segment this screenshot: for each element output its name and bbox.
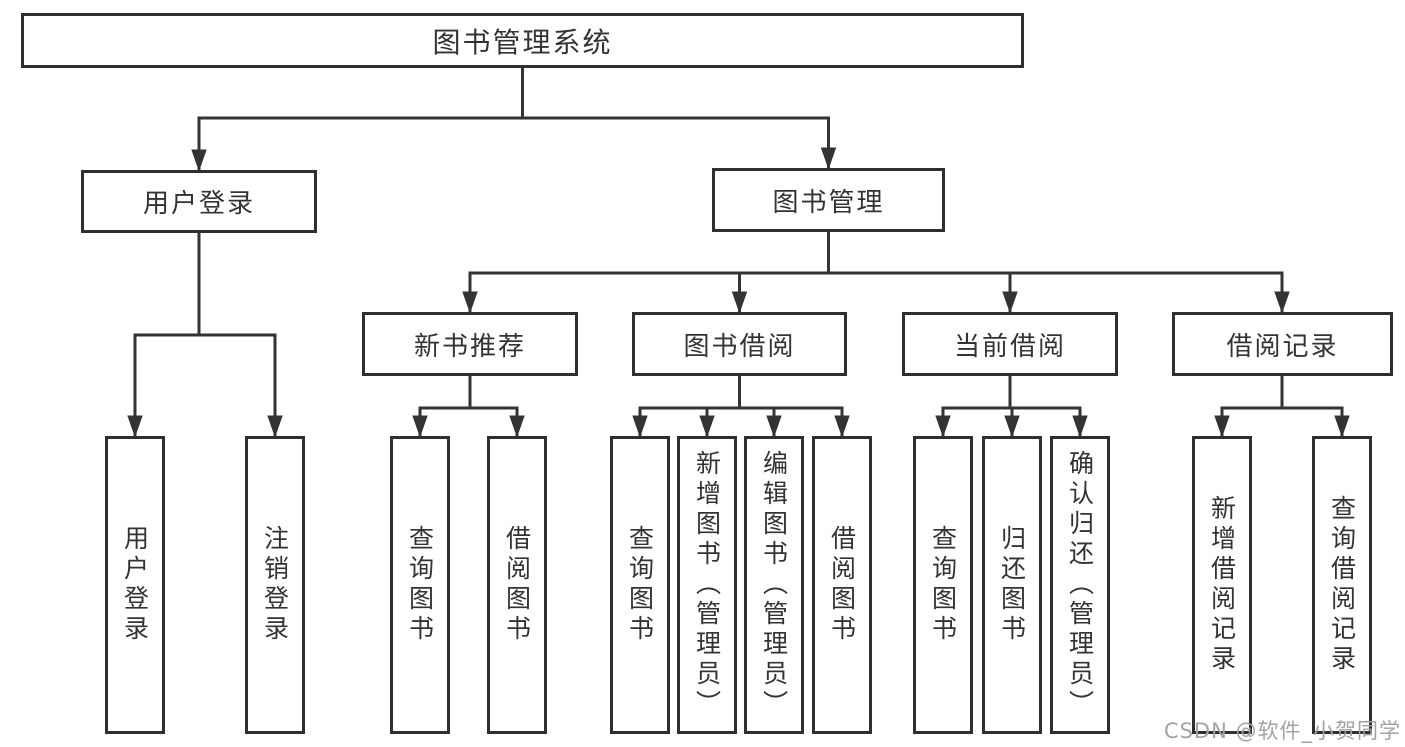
- node-user-login-label: 用户登录: [142, 189, 255, 219]
- node-new-book-recommend-label: 新书推荐: [413, 331, 526, 362]
- leaf-current-return-books-label: 归还图书: [997, 525, 1027, 645]
- node-new-book-recommend: 新书推荐: [362, 312, 578, 376]
- leaf-newbook-query-books-label: 查询图书: [405, 525, 435, 645]
- node-book-borrow: 图书借阅: [632, 312, 847, 376]
- connector-user-login-split: [133, 231, 277, 337]
- node-book-management: 图书管理: [712, 168, 945, 232]
- leaf-current-return-books: 归还图书: [982, 436, 1042, 734]
- leaf-borrow-query-books: 查询图书: [610, 436, 670, 734]
- node-current-borrow-label: 当前借阅: [953, 331, 1066, 362]
- connector-root-split: [197, 66, 830, 120]
- connector-new-book-split: [418, 374, 519, 410]
- leaf-borrow-lend-books: 借阅图书: [812, 436, 872, 734]
- node-borrow-records-label: 借阅记录: [1226, 331, 1339, 362]
- leaf-current-query-books-label: 查询图书: [928, 525, 958, 645]
- leaf-user-login-label: 用户登录: [120, 525, 150, 645]
- leaf-logout: 注销登录: [245, 436, 305, 734]
- node-book-borrow-label: 图书借阅: [683, 331, 796, 362]
- connector-current-split: [941, 374, 1082, 410]
- leaf-current-query-books: 查询图书: [913, 436, 973, 734]
- leaf-records-query-record: 查询借阅记录: [1312, 436, 1372, 734]
- leaf-current-confirm-return-admin: 确认归还（管理员）: [1050, 436, 1110, 734]
- leaf-newbook-query-books: 查询图书: [390, 436, 450, 734]
- node-borrow-records: 借阅记录: [1172, 312, 1393, 376]
- leaf-newbook-borrow-books: 借阅图书: [487, 436, 547, 734]
- leaf-borrow-add-books-admin-label: 新增图书（管理员）: [692, 450, 722, 720]
- node-root: 图书管理系统: [21, 13, 1024, 68]
- node-book-management-label: 图书管理: [772, 187, 885, 218]
- leaf-newbook-borrow-books-label: 借阅图书: [502, 525, 532, 645]
- node-root-label: 图书管理系统: [432, 25, 613, 59]
- leaf-logout-label: 注销登录: [260, 525, 290, 645]
- connector-book-borrow-split: [638, 374, 844, 410]
- leaf-current-confirm-return-admin-label: 确认归还（管理员）: [1065, 450, 1095, 720]
- leaf-borrow-add-books-admin: 新增图书（管理员）: [677, 436, 737, 734]
- connector-records-split: [1220, 374, 1344, 410]
- leaf-borrow-lend-books-label: 借阅图书: [827, 525, 857, 645]
- node-current-borrow: 当前借阅: [902, 312, 1118, 376]
- leaf-borrow-edit-books-admin-label: 编辑图书（管理员）: [759, 450, 789, 720]
- node-user-login: 用户登录: [81, 170, 317, 233]
- leaf-records-add-record: 新增借阅记录: [1192, 436, 1252, 734]
- leaf-user-login: 用户登录: [105, 436, 165, 734]
- connector-book-mgmt-split: [468, 230, 1284, 275]
- leaf-records-query-record-label: 查询借阅记录: [1327, 495, 1357, 675]
- leaf-borrow-edit-books-admin: 编辑图书（管理员）: [744, 436, 804, 734]
- leaf-records-add-record-label: 新增借阅记录: [1207, 495, 1237, 675]
- csdn-watermark: CSDN @软件_小贺同学: [1163, 719, 1401, 743]
- leaf-borrow-query-books-label: 查询图书: [625, 525, 655, 645]
